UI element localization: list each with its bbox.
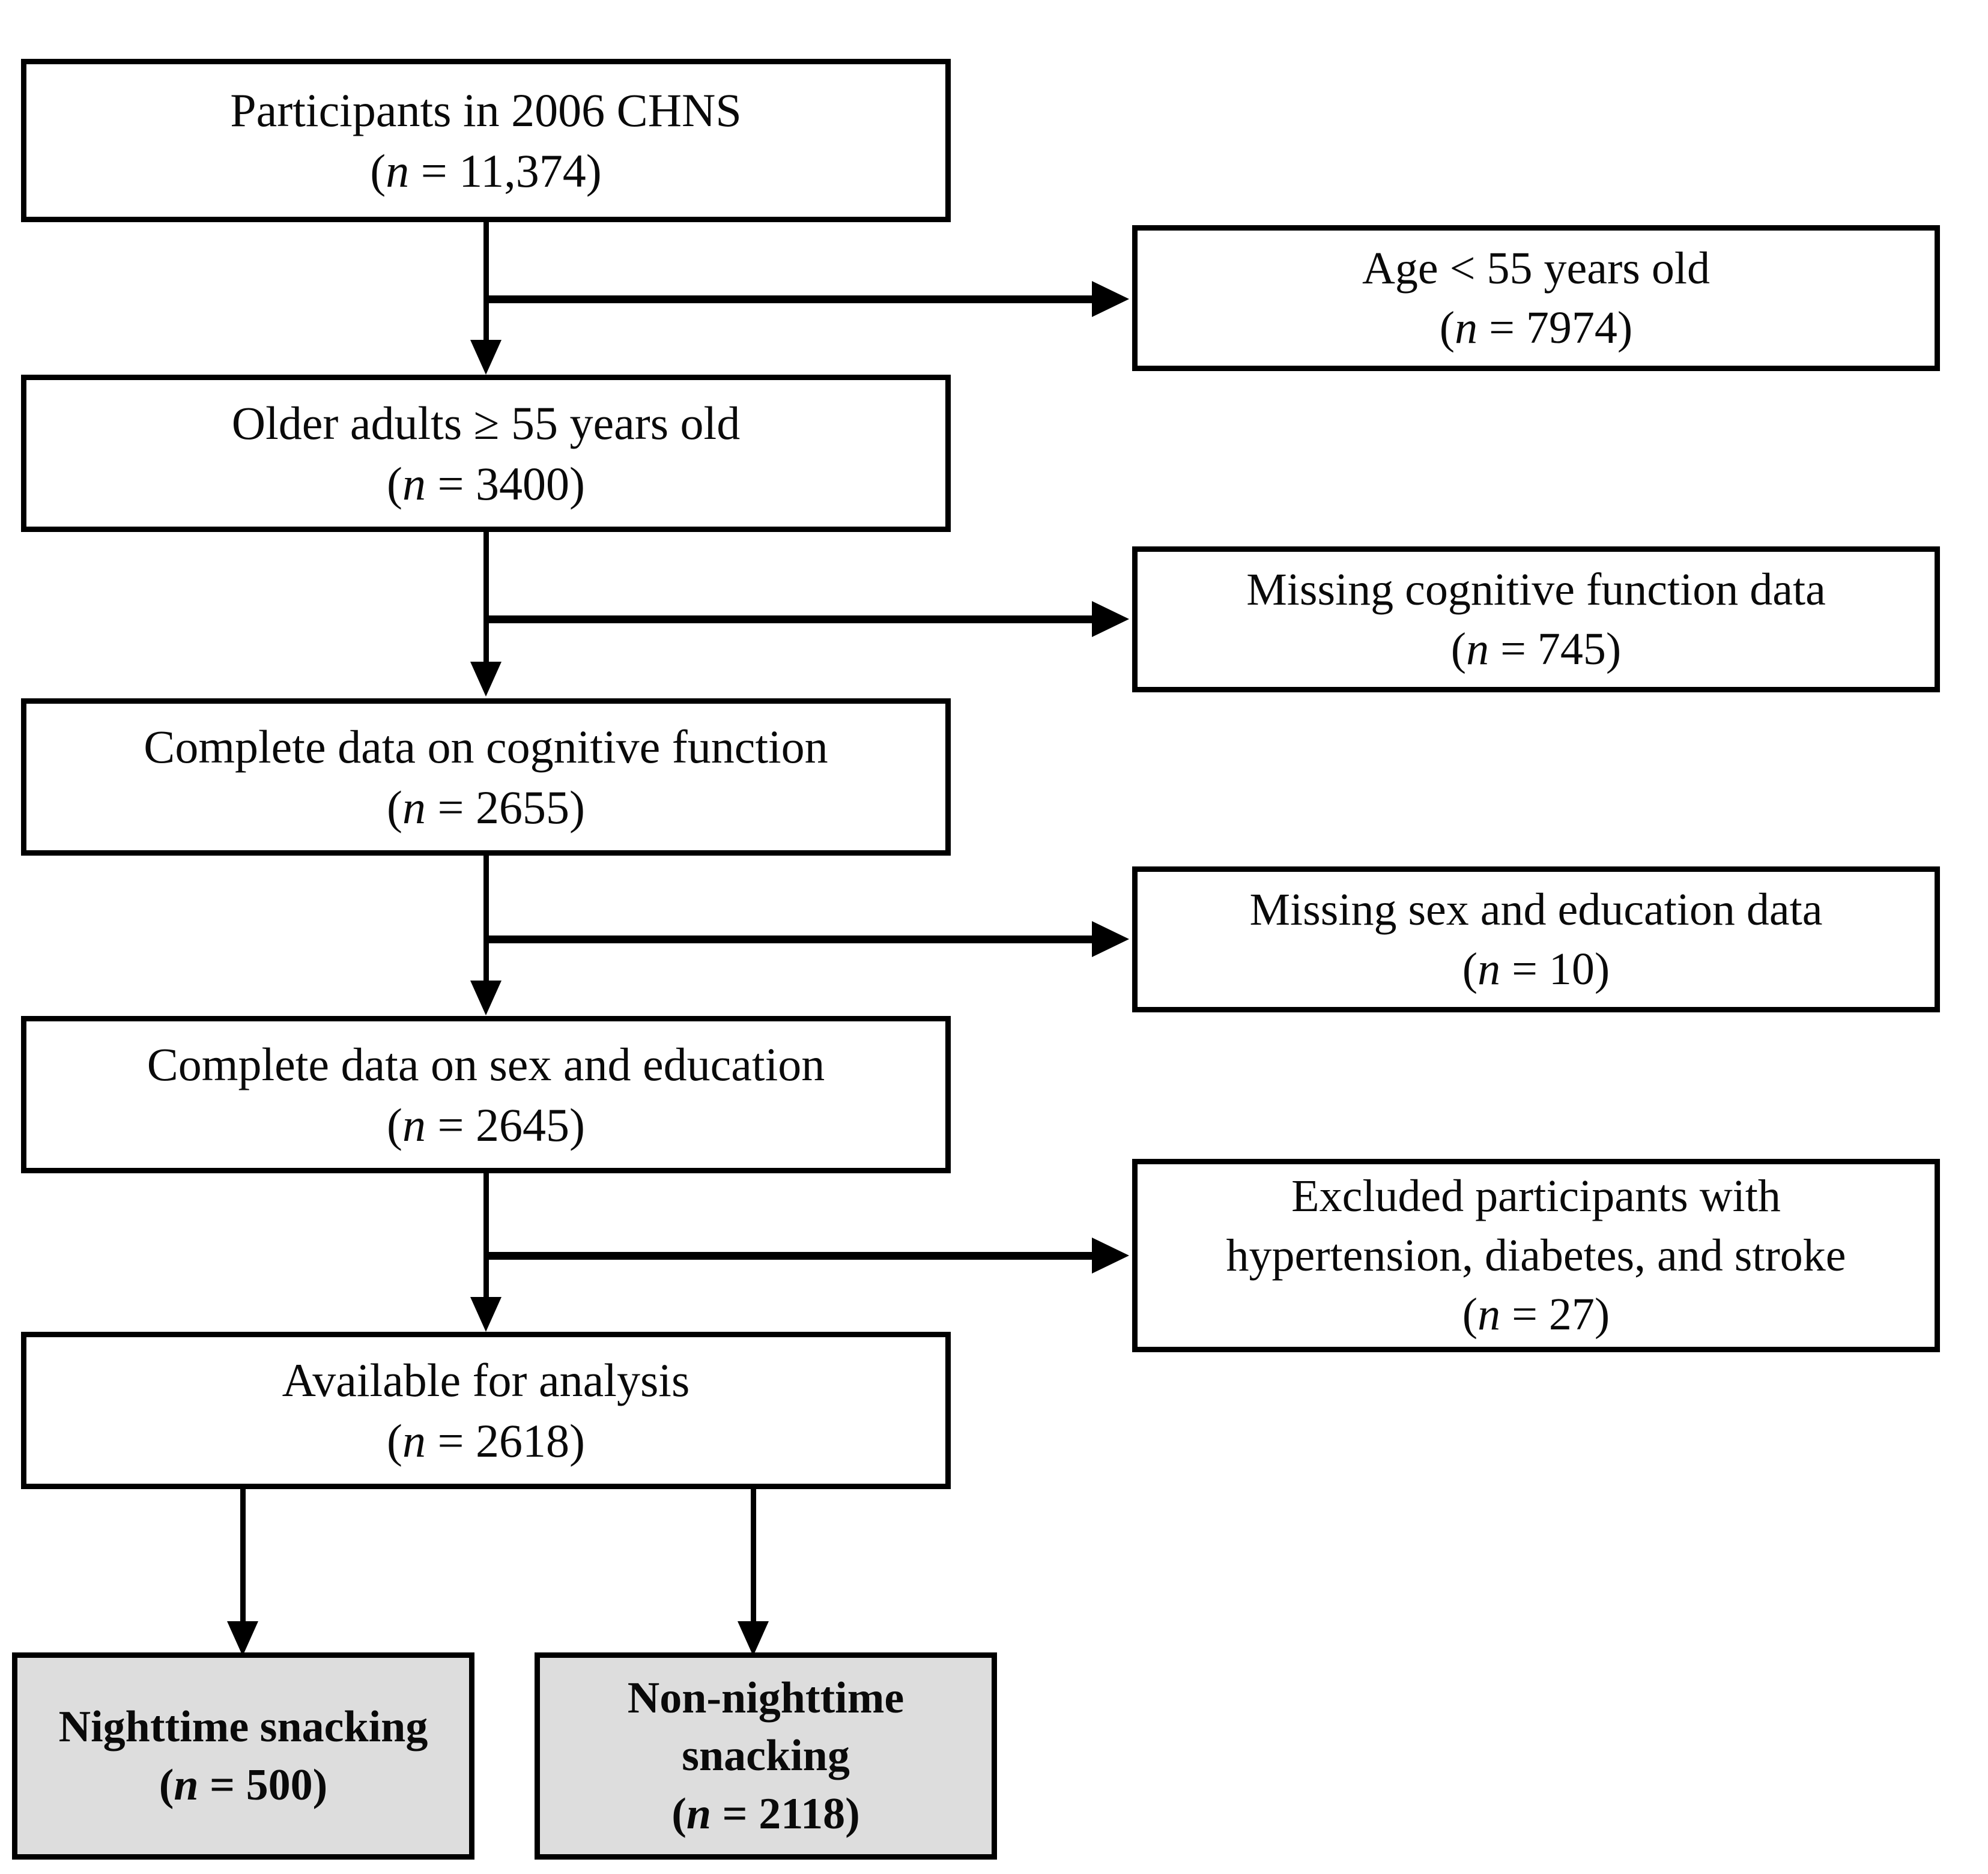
arrow-down-4 xyxy=(470,1297,502,1332)
node-excluded-comorbidities-title2: hypertension, diabetes, and stroke xyxy=(1226,1230,1846,1281)
node-nighttime-snacking-title: Nighttime snacking xyxy=(58,1702,428,1752)
node-excluded-comorbidities[interactable]: Excluded participants with hypertension,… xyxy=(1132,1159,1940,1352)
connector-stem-outcome-right xyxy=(751,1489,756,1624)
arrow-down-1 xyxy=(470,340,502,375)
connector-stem-outcome-left xyxy=(240,1489,246,1624)
connector-branch-3 xyxy=(483,935,1093,943)
node-older-adults-title: Older adults ≥ 55 years old xyxy=(231,396,741,449)
arrow-right-4 xyxy=(1092,1238,1129,1274)
node-nighttime-snacking[interactable]: Nighttime snacking (n = 500) xyxy=(12,1652,474,1860)
arrow-down-3 xyxy=(470,981,502,1015)
node-older-adults[interactable]: Older adults ≥ 55 years old (n = 3400) xyxy=(21,375,951,532)
node-missing-cognitive-count: (n = 745) xyxy=(1450,623,1622,674)
arrow-right-3 xyxy=(1092,921,1129,957)
arrow-down-outcome-left xyxy=(227,1621,258,1656)
node-non-nighttime-snacking[interactable]: Non-nighttime snacking (n = 2118) xyxy=(535,1652,997,1860)
node-participants-title: Participants in 2006 CHNS xyxy=(230,83,742,136)
node-complete-sex-education-title: Complete data on sex and education xyxy=(147,1038,825,1090)
node-available-analysis[interactable]: Available for analysis (n = 2618) xyxy=(21,1332,951,1489)
arrow-down-2 xyxy=(470,662,502,697)
node-age-under-55[interactable]: Age < 55 years old (n = 7974) xyxy=(1132,225,1940,371)
connector-stem-4 xyxy=(483,1173,489,1299)
node-missing-cognitive-title: Missing cognitive function data xyxy=(1246,564,1826,615)
node-nighttime-snacking-count: (n = 500) xyxy=(159,1760,328,1810)
node-age-under-55-title: Age < 55 years old xyxy=(1362,243,1710,294)
node-excluded-comorbidities-count: (n = 27) xyxy=(1462,1289,1610,1340)
node-missing-sex-education-count: (n = 10) xyxy=(1462,943,1610,994)
arrow-right-2 xyxy=(1092,601,1129,637)
node-complete-cognitive[interactable]: Complete data on cognitive function (n =… xyxy=(21,698,951,856)
node-available-analysis-count: (n = 2618) xyxy=(387,1415,585,1467)
connector-stem-1 xyxy=(483,222,489,342)
node-complete-cognitive-count: (n = 2655) xyxy=(387,781,585,833)
node-excluded-comorbidities-title: Excluded participants with xyxy=(1291,1170,1781,1221)
node-missing-cognitive[interactable]: Missing cognitive function data (n = 745… xyxy=(1132,546,1940,692)
connector-stem-3 xyxy=(483,856,489,983)
node-available-analysis-title: Available for analysis xyxy=(282,1353,690,1406)
connector-stem-2 xyxy=(483,532,489,664)
node-participants[interactable]: Participants in 2006 CHNS (n = 11,374) xyxy=(21,59,951,222)
connector-branch-2 xyxy=(483,615,1093,623)
node-non-nighttime-snacking-count: (n = 2118) xyxy=(671,1789,860,1839)
node-non-nighttime-snacking-title2: snacking xyxy=(682,1731,850,1781)
node-age-under-55-count: (n = 7974) xyxy=(1439,302,1633,353)
node-older-adults-count: (n = 3400) xyxy=(387,458,585,510)
node-complete-sex-education[interactable]: Complete data on sex and education (n = … xyxy=(21,1016,951,1173)
node-non-nighttime-snacking-title: Non-nighttime xyxy=(627,1673,905,1723)
connector-branch-4 xyxy=(483,1252,1093,1260)
arrow-right-1 xyxy=(1092,281,1129,317)
node-missing-sex-education-title: Missing sex and education data xyxy=(1249,884,1823,935)
node-missing-sex-education[interactable]: Missing sex and education data (n = 10) xyxy=(1132,866,1940,1012)
node-complete-sex-education-count: (n = 2645) xyxy=(387,1099,585,1151)
connector-branch-1 xyxy=(483,295,1093,303)
node-complete-cognitive-title: Complete data on cognitive function xyxy=(144,720,828,773)
arrow-down-outcome-right xyxy=(738,1621,769,1656)
node-participants-count: (n = 11,374) xyxy=(370,145,602,197)
